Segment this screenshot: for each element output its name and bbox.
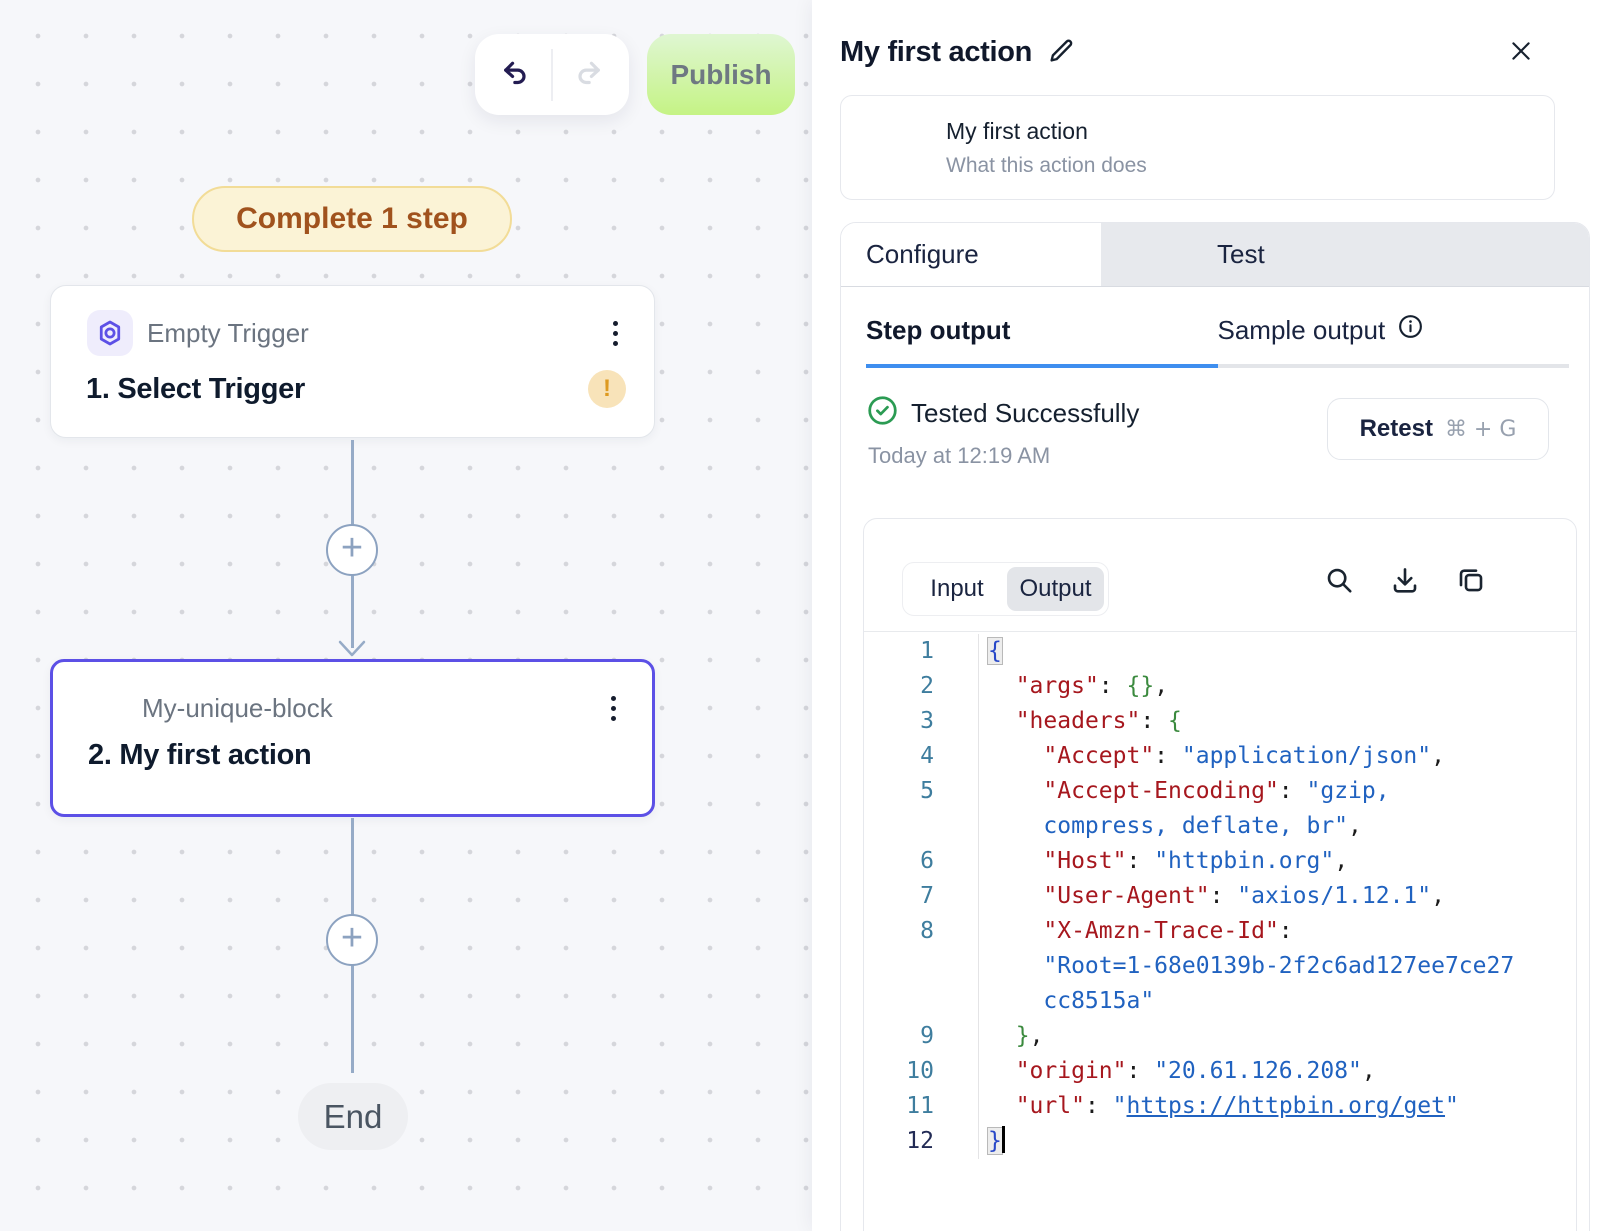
panel-header: My first action [840, 36, 1582, 69]
action-description: What this action does [946, 153, 1147, 177]
output-viewer-card: Input Output [863, 518, 1577, 1231]
test-status-area: Tested Successfully Today at 12:19 AM Re… [841, 368, 1589, 469]
retest-button[interactable]: Retest ⌘ + G [1327, 398, 1549, 460]
check-circle-icon [866, 394, 899, 432]
divider [864, 631, 1576, 632]
progress-badge: Complete 1 step [192, 186, 512, 252]
code-toolbar: Input Output [864, 519, 1576, 631]
history-controls [475, 34, 629, 115]
action-name: My first action [946, 117, 1088, 144]
add-step-button[interactable]: + [326, 914, 378, 966]
copy-icon [1456, 565, 1486, 598]
tab-test[interactable]: Test [1101, 223, 1589, 286]
info-icon [1397, 313, 1424, 347]
page-title: My first action [840, 36, 1033, 68]
workflow-canvas[interactable]: Publish Complete 1 step Empty Trigger 1.… [0, 0, 812, 1231]
hexagon-node-icon [87, 310, 133, 356]
close-icon [1508, 38, 1534, 67]
trigger-title: 1. Select Trigger [86, 372, 305, 405]
end-node: End [298, 1083, 408, 1150]
download-icon [1390, 565, 1420, 598]
toggle-output-selected[interactable]: Output [1007, 567, 1104, 611]
action-summary-card[interactable]: My first action What this action does [840, 95, 1555, 200]
close-panel-button[interactable] [1508, 38, 1534, 67]
retest-shortcut: ⌘ + G [1444, 416, 1517, 442]
tab-sample-output[interactable]: Sample output [1217, 287, 1569, 368]
tab-configure[interactable]: Configure [841, 223, 1101, 286]
configure-test-card: Configure Test Step output Sample output [840, 222, 1590, 1231]
redo-button[interactable] [553, 34, 623, 115]
retest-label: Retest [1359, 415, 1433, 442]
action-title: 2. My first action [88, 739, 312, 771]
undo-icon [500, 57, 532, 92]
sample-output-label: Sample output [1217, 314, 1386, 345]
arrow-down-icon [337, 640, 367, 663]
code-lines[interactable]: 1{2 "args": {},3 "headers": {4 "Accept":… [864, 632, 1576, 1159]
undo-button[interactable] [481, 34, 551, 115]
pencil-icon [1046, 36, 1076, 69]
trigger-node[interactable]: Empty Trigger 1. Select Trigger ! [50, 285, 655, 438]
action-detail-panel: My first action My first action What thi… [812, 0, 1610, 1231]
step-output-label: Step output [866, 314, 1011, 345]
tab-bar: Configure Test [841, 223, 1589, 287]
input-output-toggle: Input Output [902, 562, 1109, 616]
kebab-menu-icon[interactable] [607, 317, 624, 350]
status-timestamp: Today at 12:19 AM [868, 443, 1051, 468]
tab-step-output[interactable]: Step output [866, 287, 1218, 368]
action-node-selected[interactable]: My-unique-block 2. My first action [50, 659, 655, 817]
download-button[interactable] [1390, 565, 1420, 598]
output-tab-bar: Step output Sample output [841, 287, 1589, 368]
edit-title-button[interactable] [1046, 36, 1076, 69]
publish-button[interactable]: Publish [647, 34, 795, 115]
redo-icon [572, 57, 604, 92]
copy-button[interactable] [1456, 565, 1486, 598]
toggle-input[interactable]: Input [907, 567, 1007, 611]
add-step-button[interactable]: + [326, 524, 378, 576]
warning-icon: ! [588, 370, 626, 408]
kebab-menu-icon[interactable] [605, 692, 622, 725]
search-button[interactable] [1324, 565, 1354, 598]
trigger-type-label: Empty Trigger [147, 317, 309, 348]
search-icon [1324, 565, 1354, 598]
status-message: Tested Successfully [911, 397, 1140, 428]
action-type-label: My-unique-block [142, 693, 333, 723]
divider [551, 48, 553, 101]
